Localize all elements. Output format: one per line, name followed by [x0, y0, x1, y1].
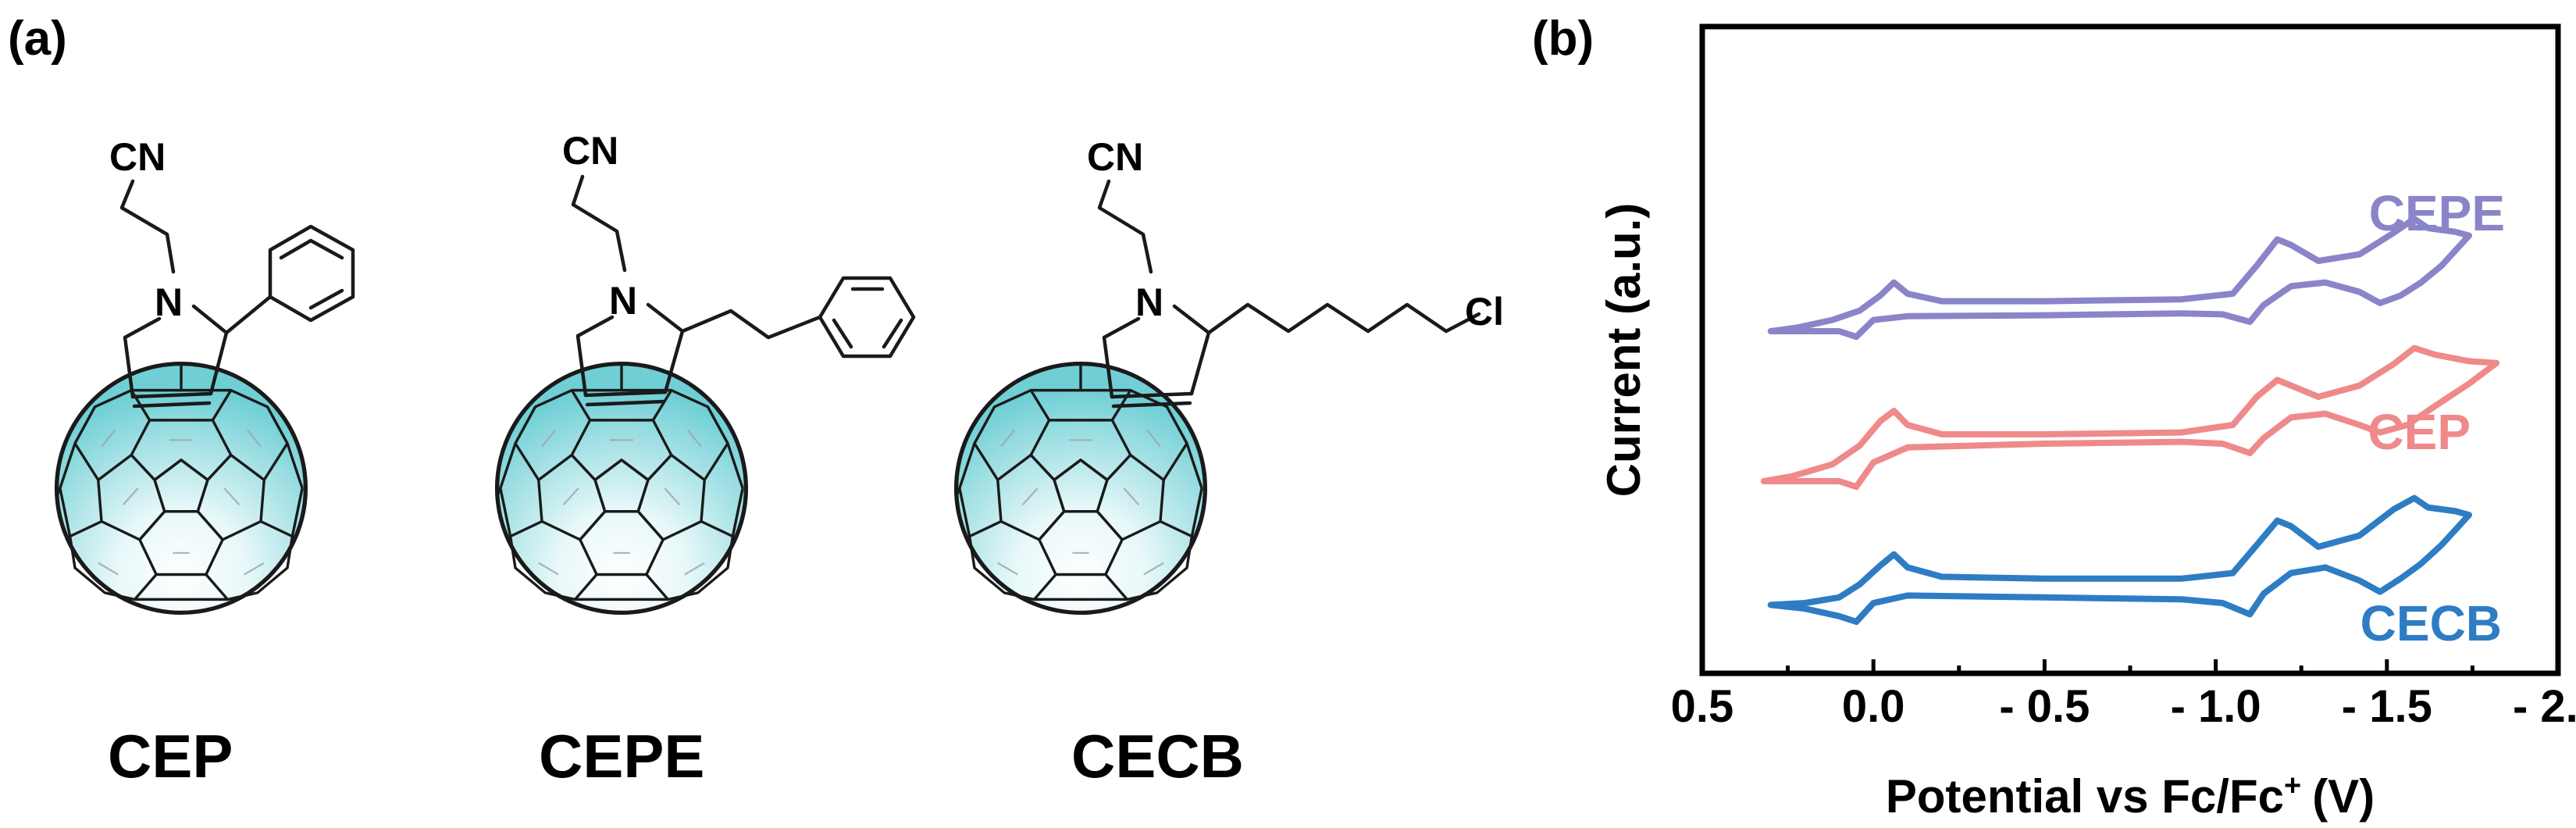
- cyanoethyl-bond: [571, 174, 627, 273]
- x-tick-labels: 0.5 0.0 - 0.5 - 1.0 - 1.5 - 2.0: [1671, 681, 2576, 732]
- chlorine-label: Cl: [1465, 290, 1504, 334]
- x-tick-label: - 2.0: [2513, 681, 2576, 732]
- nitrogen-label: N: [609, 279, 637, 323]
- y-axis-title: Current (a.u.): [1598, 203, 1650, 498]
- nitrogen-label: N: [155, 280, 183, 324]
- molecule-name: CEP: [108, 722, 233, 791]
- series-labels: CEPE CEP CECB: [2360, 185, 2505, 651]
- chlorobutyl-chain: [1206, 302, 1481, 335]
- x-tick-label: 0.0: [1842, 681, 1905, 732]
- phenyl-ring: [268, 224, 355, 323]
- molecule-cep: CN N CEP: [57, 135, 355, 791]
- panel-a-label: (a): [8, 12, 67, 66]
- panel-b-label: (b): [1532, 12, 1594, 66]
- cv-chart: 0.5 0.0 - 0.5 - 1.0 - 1.5 - 2.0 CEPE CEP CECB P…: [1598, 23, 2576, 823]
- cv-curve-cecb: [1767, 494, 2472, 625]
- x-axis-title: Potential vs Fc/Fc+(V): [1886, 769, 2375, 823]
- fullerene-icon: [957, 364, 1206, 613]
- cyano-label: CN: [109, 135, 166, 179]
- x-tick-label: 0.5: [1671, 681, 1734, 732]
- series-label-cepe: CEPE: [2369, 185, 2505, 241]
- x-ticks: [1700, 659, 2560, 673]
- cyano-label: CN: [562, 129, 618, 173]
- molecule-name: CECB: [1071, 722, 1244, 791]
- x-tick-label: - 0.5: [1999, 681, 2090, 732]
- cyanoethyl-bond: [1097, 179, 1153, 274]
- molecule-name: CEPE: [539, 722, 704, 791]
- molecule-cepe: CN N CEPE: [497, 129, 916, 791]
- cv-curve-cepe: [1767, 216, 2472, 341]
- phenyl-ring: [818, 276, 916, 359]
- cyanoethyl-bond: [119, 179, 176, 274]
- cv-curves: [1760, 216, 2500, 625]
- ethyl-chain: [680, 309, 822, 340]
- molecule-cecb: CN N Cl CECB: [957, 135, 1504, 791]
- x-tick-label: - 1.5: [2342, 681, 2432, 732]
- fullerene-icon: [57, 364, 306, 613]
- nitrogen-label: N: [1135, 280, 1163, 324]
- ring-bond-left: [123, 316, 162, 399]
- x-tick-label: - 1.0: [2171, 681, 2261, 732]
- cyano-label: CN: [1087, 135, 1143, 179]
- fullerene-icon: [497, 364, 746, 613]
- series-label-cep: CEP: [2368, 404, 2471, 460]
- cv-curve-cep: [1760, 344, 2500, 491]
- series-label-cecb: CECB: [2360, 595, 2502, 651]
